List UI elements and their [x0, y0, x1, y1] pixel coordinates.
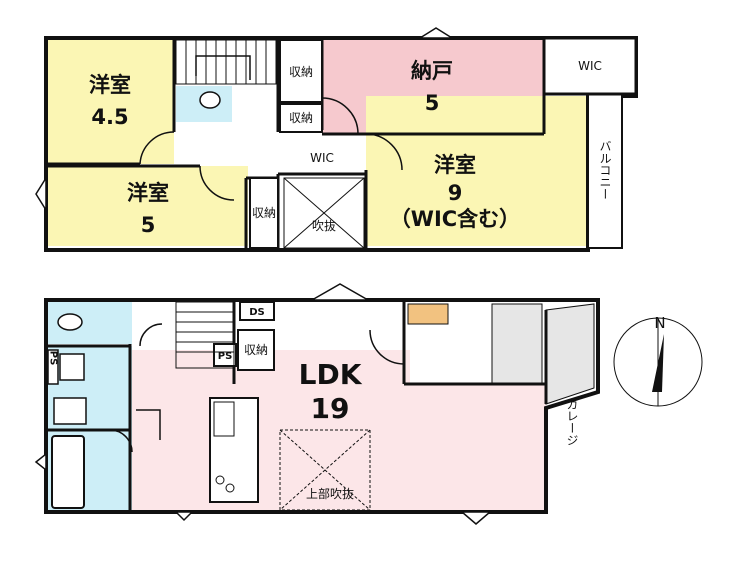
compass-north-label: N	[654, 314, 665, 332]
staircase-upper	[175, 39, 277, 85]
north-arrow-icon	[652, 334, 664, 392]
window-north	[417, 27, 455, 39]
closet-3-box	[249, 177, 279, 249]
room-western-45-name: 洋室	[89, 73, 131, 97]
ps-box-1	[213, 343, 237, 367]
stove-burner-icon	[215, 475, 225, 485]
bathtub	[51, 435, 85, 509]
room-western-9-name: 洋室	[434, 153, 476, 177]
ds-box	[239, 301, 275, 321]
ps-box-2	[47, 349, 59, 385]
void-box	[283, 177, 365, 249]
entry-step	[407, 303, 449, 325]
room-western-9-area	[366, 96, 588, 246]
toilet-icon	[199, 91, 221, 109]
closet-1-box	[279, 39, 323, 103]
closet-3-label: 収納	[252, 206, 276, 220]
ps-2-label: PS	[48, 351, 59, 366]
upper-void-box	[279, 429, 371, 511]
staircase-lower	[175, 301, 235, 369]
room-western-9-note: （WIC含む）	[390, 207, 520, 231]
window-west	[35, 175, 47, 213]
room-western-5-name: 洋室	[127, 181, 169, 205]
compass	[613, 317, 703, 407]
balcony-label: バルコニー	[598, 140, 612, 200]
first-floor	[34, 283, 600, 525]
washer-icon	[53, 397, 87, 425]
garage-label: ガレージ	[565, 398, 579, 446]
storage-room-size: 5	[425, 91, 440, 115]
ldk-name: LDK	[299, 358, 363, 391]
closet-1f-box	[237, 329, 275, 371]
door-swing-1	[139, 131, 175, 165]
closet-2-label: 収納	[289, 111, 313, 125]
washbasin-icon	[59, 353, 85, 381]
balcony-area	[587, 89, 623, 249]
room-western-45-size: 4.5	[91, 105, 128, 129]
closet-2-box	[279, 103, 323, 133]
wic-corner-area	[542, 36, 638, 96]
room-western-5-size: 5	[141, 213, 156, 237]
ds-label: DS	[249, 307, 265, 318]
toilet-icon-1f	[57, 313, 83, 331]
door-swing-4	[365, 133, 403, 171]
ps-1-label: PS	[218, 351, 233, 362]
void-label: 吹抜	[312, 219, 336, 233]
ldk-size: 19	[311, 392, 350, 425]
wic-corner-label: WIC	[578, 59, 602, 73]
room-western-5-area	[48, 166, 248, 246]
wic-hall-label: WIC	[310, 151, 334, 165]
closet-1f-label: 収納	[244, 343, 268, 357]
garage-tile-area	[491, 303, 543, 385]
kitchen-sink-icon	[213, 401, 235, 437]
upper-void-label: 上部吹抜	[306, 486, 354, 501]
door-swing-2	[199, 165, 235, 201]
closet-1-label: 収納	[289, 65, 313, 79]
storage-room-name: 納戸	[411, 59, 453, 83]
first-floor-outer-wall	[44, 298, 600, 514]
room-western-9-size: 9	[448, 181, 463, 205]
door-swing-3	[321, 97, 359, 135]
room-western-45-area	[48, 38, 174, 164]
second-floor	[35, 27, 638, 252]
